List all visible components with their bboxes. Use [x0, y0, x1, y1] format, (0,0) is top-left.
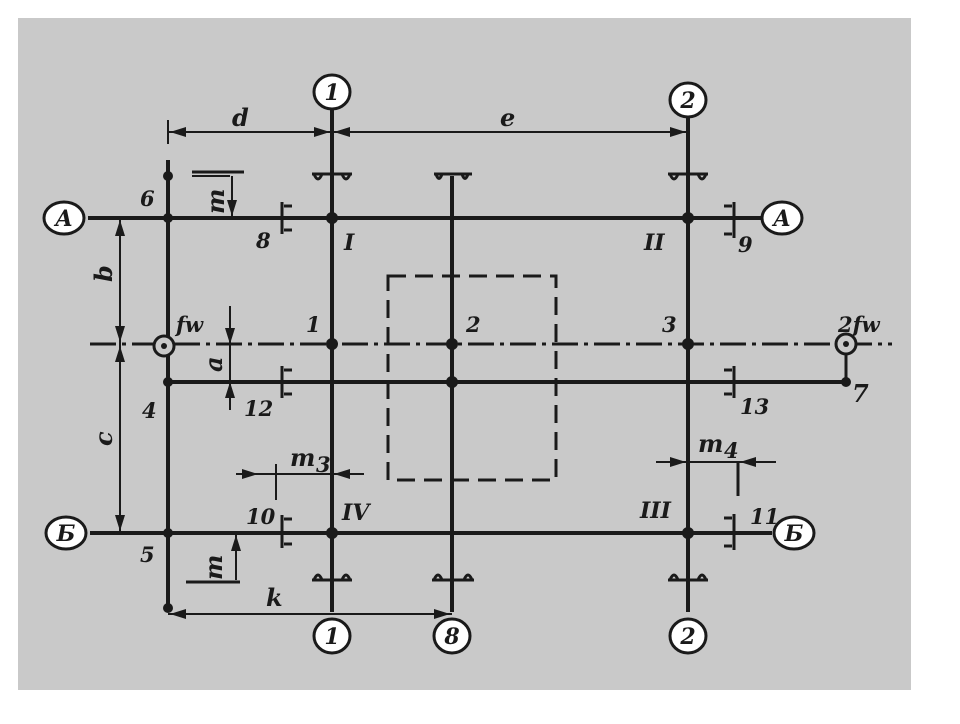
arrow-m1 [227, 200, 237, 216]
point-label-fw: fw [174, 312, 204, 337]
dashed-zone [386, 274, 558, 482]
point-label-7: 7 [852, 379, 869, 408]
node-3 [682, 338, 694, 350]
arrow-a-bottom [225, 382, 235, 398]
dimension-label-m2: m [199, 555, 228, 580]
arrow-d-right [314, 127, 330, 137]
axis-label-right-A: A [771, 206, 790, 232]
bracket-11 [724, 514, 736, 550]
node-1 [326, 338, 338, 350]
hanger-bottom-axis-2 [668, 573, 708, 582]
bracket-8 [280, 202, 292, 234]
arrow-b-top [115, 220, 125, 236]
arrow-a-top [225, 328, 235, 344]
node-5 [163, 528, 173, 538]
arrow-k-left [170, 609, 186, 619]
fw-ring-right [834, 332, 858, 356]
axis-label-top-1: 1 [324, 80, 339, 106]
node-bottom-left [163, 603, 173, 613]
dimension-label-c: c [89, 431, 118, 446]
node-I [326, 212, 338, 224]
bracket-9 [724, 202, 736, 238]
node-label-III: III [639, 498, 672, 524]
axis-bubble-left-B: Б [44, 515, 88, 551]
hanger-top-axis-2 [668, 172, 708, 181]
diagram-panel [18, 18, 911, 690]
arrow-c-bottom [115, 515, 125, 531]
node-center-lower [446, 376, 458, 388]
dimension-label-m3: m [290, 443, 315, 472]
bracket-12 [280, 366, 292, 398]
hanger-bottom-axis-8 [432, 573, 474, 582]
dimension-label-k: k [266, 583, 283, 612]
node-top-left [163, 171, 173, 181]
axis-label-bottom-2: 2 [679, 624, 695, 650]
node-label-IV: IV [341, 500, 371, 526]
dimension-label-a: a [199, 356, 228, 372]
fw-ring-left [152, 334, 176, 358]
point-label-2: 2 [465, 312, 481, 337]
axis-label-top-2: 2 [679, 88, 695, 114]
node-6 [163, 213, 173, 223]
axis-label-bottom-1: 1 [324, 624, 339, 650]
axis-bubble-right-A: A [760, 200, 804, 236]
axis-bubble-top-2: 2 [668, 81, 708, 119]
bracket-13 [724, 366, 736, 398]
axis-bubble-left-A: A [42, 200, 86, 236]
point-label-2fw: 2fw [837, 312, 881, 337]
point-label-8: 8 [255, 228, 271, 253]
node-IV [326, 527, 338, 539]
axis-bubble-bottom-1: 1 [312, 617, 352, 655]
arrow-m4-right [740, 457, 756, 467]
arrow-m4-left [670, 457, 686, 467]
hanger-top-axis-8 [434, 172, 472, 180]
arrow-m2 [231, 535, 241, 551]
axis-label-left-B: Б [56, 521, 76, 547]
axis-bubble-top-1: 1 [312, 73, 352, 111]
axis-bubble-bottom-8: 8 [432, 617, 472, 655]
node-label-I: I [343, 230, 355, 256]
point-label-1: 1 [306, 312, 321, 337]
dimension-label-b: b [89, 265, 118, 282]
axis-bubble-right-B: Б [772, 515, 816, 551]
axis-label-right-B: Б [784, 521, 804, 547]
point-label-5: 5 [140, 542, 155, 567]
arrow-b-bottom [115, 326, 125, 342]
point-label-13: 13 [740, 394, 769, 419]
node-III [682, 527, 694, 539]
dimension-label-d: d [232, 103, 249, 132]
arrow-k-right [434, 609, 450, 619]
arrow-e-left [334, 127, 350, 137]
node-2 [446, 338, 458, 350]
arrow-c-top [115, 346, 125, 362]
dimension-label-m4-sub: 4 [724, 438, 739, 463]
axis-bubble-bottom-2: 2 [668, 617, 708, 655]
arrow-e-right [670, 127, 686, 137]
node-II [682, 212, 694, 224]
hanger-top-axis-1 [312, 172, 352, 181]
point-label-6: 6 [140, 186, 155, 211]
point-label-10: 10 [246, 504, 276, 529]
point-label-3: 3 [662, 312, 677, 337]
axis-label-bottom-8: 8 [443, 624, 459, 650]
dimension-label-m4: m [698, 429, 723, 458]
hanger-bottom-axis-1 [312, 573, 352, 582]
dimension-label-m3-sub: 3 [316, 452, 331, 477]
arrow-d-left [170, 127, 186, 137]
dimension-label-e: e [500, 103, 515, 132]
node-7 [841, 377, 851, 387]
point-label-12: 12 [244, 396, 273, 421]
dimension-label-m1: m [201, 189, 230, 214]
axis-label-left-A: A [53, 206, 72, 232]
point-label-4: 4 [142, 398, 157, 423]
point-label-9: 9 [738, 232, 753, 257]
arrow-m3-right [334, 469, 350, 479]
arrow-m3-left [242, 469, 258, 479]
node-4 [163, 377, 173, 387]
point-label-11: 11 [750, 504, 779, 529]
bracket-10 [280, 515, 292, 548]
node-label-II: II [643, 230, 665, 256]
